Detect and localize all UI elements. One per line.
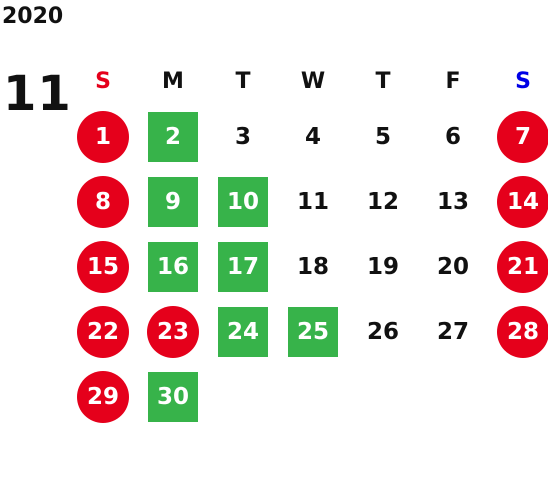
day-cell[interactable]: 22 bbox=[68, 299, 138, 364]
day-cell[interactable]: 14 bbox=[488, 169, 548, 234]
day-cell[interactable]: 15 bbox=[68, 234, 138, 299]
day-number: 13 bbox=[436, 188, 469, 215]
day-number: 17 bbox=[218, 241, 268, 292]
day-cell[interactable]: 23 bbox=[138, 299, 208, 364]
day-number: 19 bbox=[366, 253, 399, 280]
day-cell[interactable]: 7 bbox=[488, 104, 548, 169]
day-cell[interactable]: 25 bbox=[278, 299, 348, 364]
weekday-header: W bbox=[300, 68, 326, 94]
day-number: 12 bbox=[366, 188, 399, 215]
day-number: 11 bbox=[296, 188, 329, 215]
day-cell[interactable]: 20 bbox=[418, 234, 488, 299]
day-number: 27 bbox=[436, 318, 469, 345]
day-cell[interactable]: 16 bbox=[138, 234, 208, 299]
day-number: 20 bbox=[436, 253, 469, 280]
day-number: 3 bbox=[234, 123, 251, 150]
day-number: 14 bbox=[497, 175, 548, 228]
day-number: 30 bbox=[148, 371, 198, 422]
day-cell[interactable]: 10 bbox=[208, 169, 278, 234]
day-cell[interactable]: 11 bbox=[278, 169, 348, 234]
day-number: 10 bbox=[218, 176, 268, 227]
day-number: 29 bbox=[77, 370, 129, 423]
day-cell[interactable]: 30 bbox=[138, 364, 208, 429]
day-number: 2 bbox=[148, 111, 198, 162]
day-number: 8 bbox=[77, 175, 129, 228]
day-cell[interactable]: 28 bbox=[488, 299, 548, 364]
day-cell[interactable]: 27 bbox=[418, 299, 488, 364]
weekday-header: S bbox=[95, 68, 111, 94]
day-cell[interactable]: 12 bbox=[348, 169, 418, 234]
day-cell[interactable]: 9 bbox=[138, 169, 208, 234]
day-number: 1 bbox=[77, 110, 129, 163]
day-number: 9 bbox=[148, 176, 198, 227]
day-cell[interactable]: 17 bbox=[208, 234, 278, 299]
day-cell[interactable]: 3 bbox=[208, 104, 278, 169]
day-cell[interactable]: 24 bbox=[208, 299, 278, 364]
day-cell[interactable]: 13 bbox=[418, 169, 488, 234]
day-number: 5 bbox=[374, 123, 391, 150]
day-number: 23 bbox=[147, 305, 199, 358]
day-cell[interactable]: 4 bbox=[278, 104, 348, 169]
day-number: 26 bbox=[366, 318, 399, 345]
day-number: 4 bbox=[304, 123, 321, 150]
day-number: 18 bbox=[296, 253, 329, 280]
month-label: 11 bbox=[3, 66, 72, 122]
day-cell[interactable]: 21 bbox=[488, 234, 548, 299]
year-label: 2020 bbox=[2, 4, 64, 29]
day-cell[interactable]: 2 bbox=[138, 104, 208, 169]
day-cell[interactable]: 18 bbox=[278, 234, 348, 299]
weekday-header: F bbox=[445, 68, 461, 94]
day-number: 7 bbox=[497, 110, 548, 163]
day-cell[interactable]: 8 bbox=[68, 169, 138, 234]
day-cell[interactable]: 1 bbox=[68, 104, 138, 169]
day-number: 25 bbox=[288, 306, 338, 357]
day-number: 6 bbox=[444, 123, 461, 150]
day-cell[interactable]: 26 bbox=[348, 299, 418, 364]
day-number: 22 bbox=[77, 305, 129, 358]
day-number: 28 bbox=[497, 305, 548, 358]
weekday-header: T bbox=[235, 68, 251, 94]
day-cell[interactable]: 29 bbox=[68, 364, 138, 429]
day-cell[interactable]: 5 bbox=[348, 104, 418, 169]
day-cell[interactable]: 6 bbox=[418, 104, 488, 169]
day-number: 24 bbox=[218, 306, 268, 357]
day-number: 15 bbox=[77, 240, 129, 293]
weekday-header: T bbox=[375, 68, 391, 94]
weekday-header: M bbox=[162, 68, 184, 94]
day-number: 21 bbox=[497, 240, 548, 293]
day-cell[interactable]: 19 bbox=[348, 234, 418, 299]
weekday-header: S bbox=[515, 68, 531, 94]
day-number: 16 bbox=[148, 241, 198, 292]
